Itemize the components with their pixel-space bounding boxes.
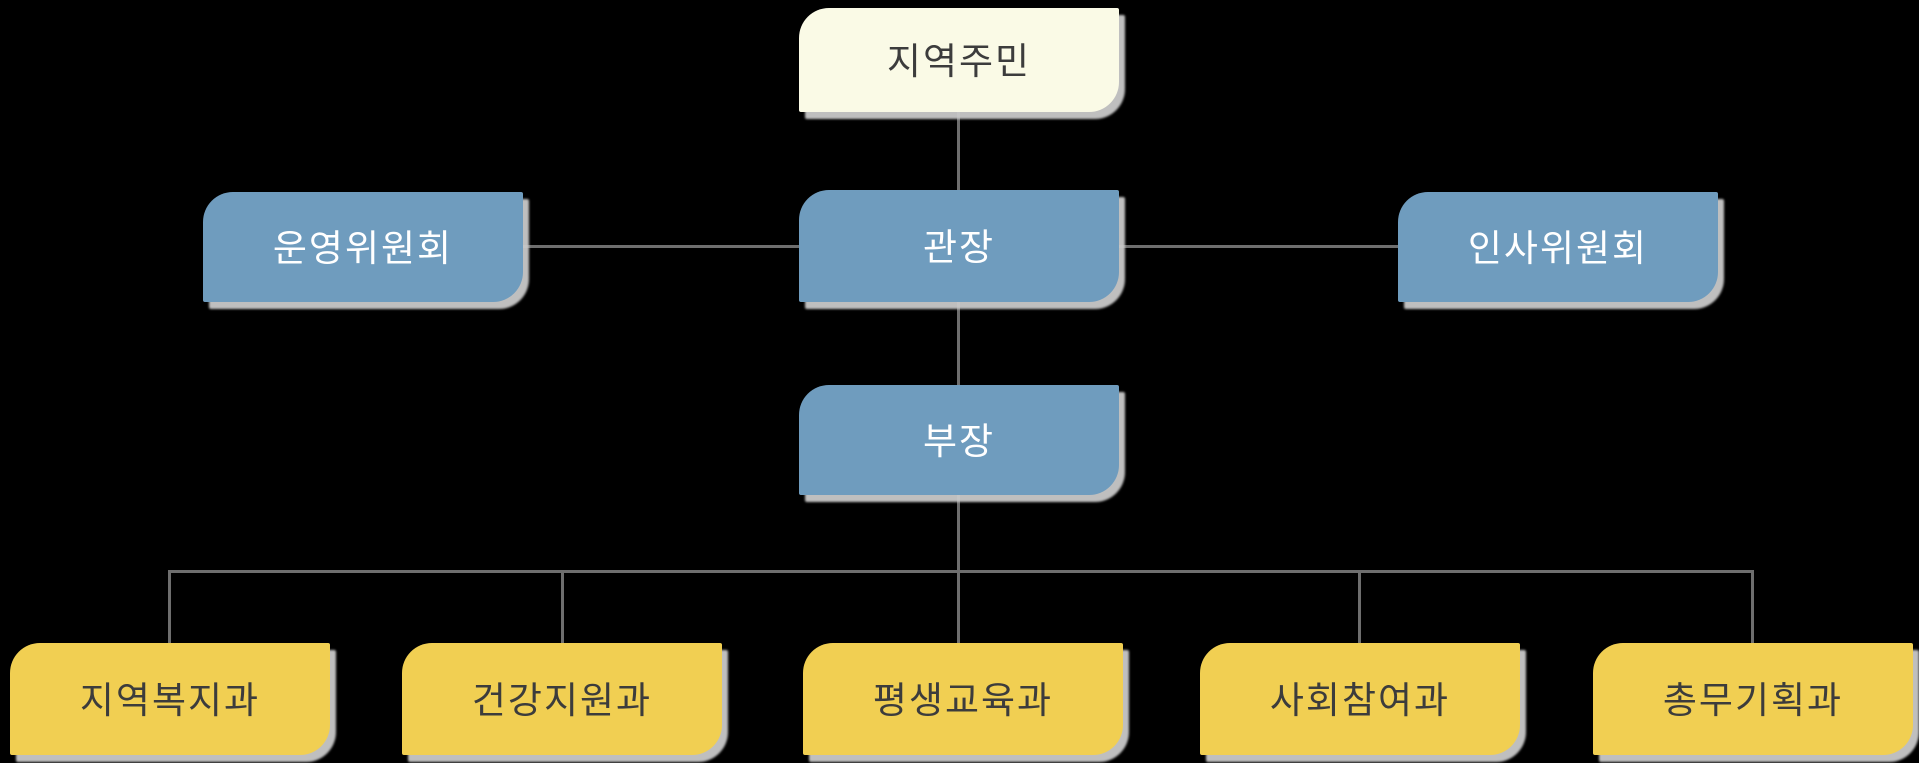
connector-drop-dept-5 [1751, 570, 1754, 643]
node-dept-lifelong-education: 평생교육과 [803, 643, 1123, 755]
node-dept-social-participation: 사회참여과 [1200, 643, 1520, 755]
node-residents: 지역주민 [799, 8, 1119, 112]
connector-drop-dept-4 [1358, 570, 1361, 643]
node-dept-social-participation-label: 사회참여과 [1269, 679, 1451, 721]
node-dept-health-support-label: 건강지원과 [471, 679, 653, 721]
connector-director-head [957, 302, 960, 385]
connector-drop-dept-1 [168, 570, 171, 643]
connector-bus-line [168, 570, 1754, 573]
connector-director-personnel [1118, 245, 1398, 248]
node-dept-general-affairs: 총무기획과 [1593, 643, 1913, 755]
node-director: 관장 [799, 190, 1119, 302]
node-residents-label: 지역주민 [886, 40, 1032, 82]
node-dept-health-support: 건강지원과 [402, 643, 722, 755]
node-dept-general-affairs-label: 총무기획과 [1662, 679, 1844, 721]
node-department-head: 부장 [799, 385, 1119, 495]
node-dept-local-welfare-label: 지역복지과 [79, 679, 261, 721]
node-personnel-committee-label: 인사위원회 [1467, 227, 1649, 269]
node-dept-lifelong-education-label: 평생교육과 [872, 679, 1054, 721]
connector-drop-dept-2 [561, 570, 564, 643]
node-director-label: 관장 [922, 226, 996, 268]
connector-head-bus [957, 495, 960, 572]
connector-drop-dept-3 [957, 570, 960, 643]
node-steering-committee-label: 운영위원회 [272, 227, 454, 269]
node-steering-committee: 운영위원회 [203, 192, 523, 302]
node-personnel-committee: 인사위원회 [1398, 192, 1718, 302]
connector-residents-director [957, 112, 960, 192]
connector-steering-director [523, 245, 800, 248]
node-department-head-label: 부장 [922, 420, 996, 462]
node-dept-local-welfare: 지역복지과 [10, 643, 330, 755]
